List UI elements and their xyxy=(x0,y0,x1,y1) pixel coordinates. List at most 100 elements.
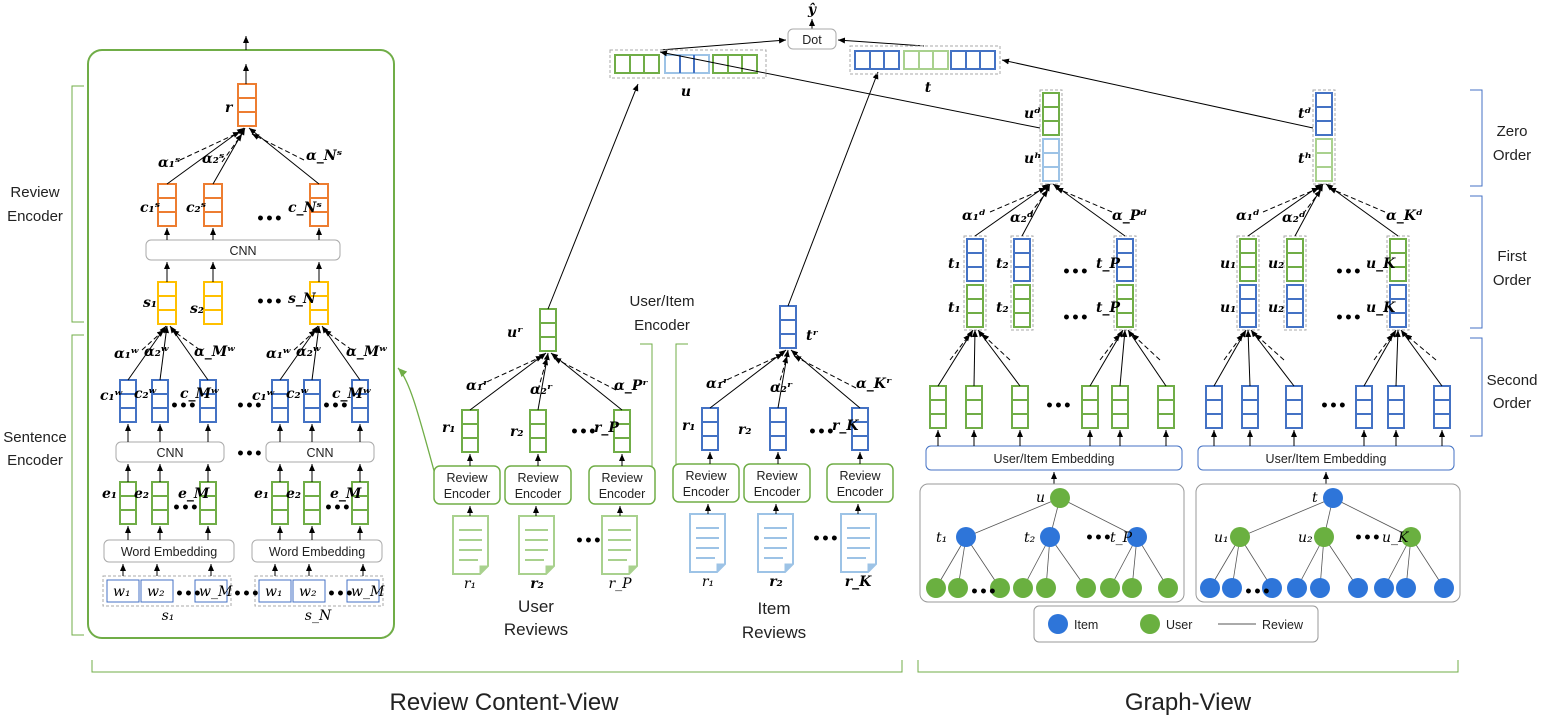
review-encoder-panel xyxy=(87,49,395,639)
review-content-view-title: Review Content-View xyxy=(390,689,620,716)
legend-user-node xyxy=(1140,614,1160,634)
graph-legend xyxy=(1033,605,1319,643)
label-rP-user: r_P xyxy=(594,420,619,436)
item-graph-nodes xyxy=(1200,488,1454,598)
label-ad1-u: α₁ᵈ xyxy=(962,208,986,224)
dot-box xyxy=(787,28,837,50)
second-order-label: Second xyxy=(1487,372,1538,389)
label-tPh: t_P xyxy=(1096,300,1120,316)
re-label-6a: Review xyxy=(840,469,882,483)
label-adP-u: α_Pᵈ xyxy=(1112,208,1147,224)
label-th: tʰ xyxy=(1298,151,1312,167)
user-review-items xyxy=(461,409,631,453)
zero-order-item-vector xyxy=(1315,92,1333,182)
review-encoder-brace xyxy=(71,85,84,323)
re-label-5b: Encoder xyxy=(754,485,801,499)
tree-label-t1: t₁ xyxy=(936,530,947,546)
item-final-vector xyxy=(849,45,1001,75)
tree-leaf-dots-1: ••• xyxy=(970,584,997,600)
word-embedding-label-2: Word Embedding xyxy=(269,545,365,559)
sentence-N-words xyxy=(254,575,384,607)
word-embedding-box-2 xyxy=(251,539,383,563)
dots-r-item: ••• xyxy=(808,424,835,440)
user-graph-nodes xyxy=(926,488,1178,598)
tree-label-u2: u₂ xyxy=(1298,530,1313,546)
label-td: tᵈ xyxy=(1298,106,1311,122)
sentence-encoder-brace xyxy=(71,334,84,636)
label-ur: uʳ xyxy=(507,325,523,341)
doc-label-r2-item: r₂ xyxy=(769,574,783,590)
dots-first-t2: ••• xyxy=(1335,310,1362,326)
sentence-encoder-label-2: Encoder xyxy=(7,452,63,469)
dots-e2: ••• xyxy=(324,500,351,516)
review-encoder-label: Review xyxy=(10,184,59,201)
dot-label: Dot xyxy=(802,33,822,47)
zero-order-label-2: Order xyxy=(1493,147,1531,164)
label-aw1-b: α₁ʷ xyxy=(266,346,291,362)
legend-item-label: Item xyxy=(1074,618,1098,632)
label-r1-item: r₁ xyxy=(682,418,696,434)
item-review-vector xyxy=(779,305,797,349)
label-wM: w_M xyxy=(199,584,233,600)
re-label-6b: Encoder xyxy=(837,485,884,499)
dots-first-u2: ••• xyxy=(1062,310,1089,326)
label-as2: α₂ˢ xyxy=(202,151,225,167)
label-rK-item: r_K xyxy=(832,418,859,434)
label-e2: e₂ xyxy=(134,486,149,502)
dots-s: ••• xyxy=(256,294,283,310)
label-ud: uᵈ xyxy=(1024,106,1041,122)
cnn-box-1 xyxy=(115,441,225,463)
label-r1-user: r₁ xyxy=(442,420,456,436)
first-order-label: First xyxy=(1497,248,1527,265)
label-arP-user: α_Pʳ xyxy=(614,378,648,394)
label-awM: α_Mʷ xyxy=(194,344,235,360)
label-ad1-t: α₁ᵈ xyxy=(1236,208,1260,224)
label-cwM: c_Mʷ xyxy=(180,386,219,402)
dots-cs: ••• xyxy=(256,211,283,227)
label-e1-b: e₁ xyxy=(254,486,269,502)
label-ar1-item: α₁ʳ xyxy=(706,376,729,392)
label-cw2-b: c₂ʷ xyxy=(286,386,309,402)
word-embedding-vectors xyxy=(119,481,369,525)
label-awM-b: α_Mʷ xyxy=(346,344,387,360)
doc-label-rK-item: r_K xyxy=(845,574,872,590)
user-item-encoder-label: User/Item xyxy=(629,293,694,310)
label-aw2-b: α₂ʷ xyxy=(296,344,321,360)
user-reviews-label: User xyxy=(518,597,554,616)
zero-order-brace xyxy=(1470,89,1483,187)
sentence-1-words xyxy=(102,575,232,607)
label-cw1-b: c₁ʷ xyxy=(252,388,275,404)
label-u2d: u₂ xyxy=(1268,256,1284,272)
label-ar2-item: α₂ʳ xyxy=(770,380,793,396)
label-cw2: c₂ʷ xyxy=(134,386,157,402)
re-label-5a: Review xyxy=(757,469,799,483)
user-review-vector xyxy=(539,308,557,352)
dots-e1: ••• xyxy=(172,500,199,516)
user-final-vector xyxy=(609,49,767,79)
tree-label-tP: t_P xyxy=(1110,530,1133,546)
label-wM-b: w_M xyxy=(351,584,385,600)
dots-cnn: ••• xyxy=(236,446,263,462)
second-order-label-2: Order xyxy=(1493,395,1531,412)
dots-w-mid: ••• xyxy=(233,586,260,602)
tree-label-t2: t₂ xyxy=(1024,530,1036,546)
label-t2h: t₂ xyxy=(996,300,1009,316)
user-reviews-label-2: Reviews xyxy=(504,620,568,639)
label-cwM-b: c_Mʷ xyxy=(332,386,371,402)
label-uKh: u_K xyxy=(1366,300,1396,316)
sentence-encoder-label: Sentence xyxy=(3,429,66,446)
label-w2: w₂ xyxy=(147,584,165,600)
label-sN: s_N xyxy=(288,291,317,307)
item-review-documents xyxy=(689,513,877,573)
label-sentence-1: s₁ xyxy=(162,608,175,624)
doc-label-r2-user: r₂ xyxy=(530,576,544,592)
label-cs2: c₂ˢ xyxy=(186,200,207,216)
re-label-1b: Encoder xyxy=(444,487,491,501)
sentence-vectors xyxy=(157,281,329,325)
label-uh: uʰ xyxy=(1024,151,1041,167)
dots-w2: ••• xyxy=(327,586,354,602)
label-u2h: u₂ xyxy=(1268,300,1284,316)
label-cs1: c₁ˢ xyxy=(140,200,161,216)
label-aw2: α₂ʷ xyxy=(144,344,169,360)
label-cw1: c₁ʷ xyxy=(100,388,123,404)
